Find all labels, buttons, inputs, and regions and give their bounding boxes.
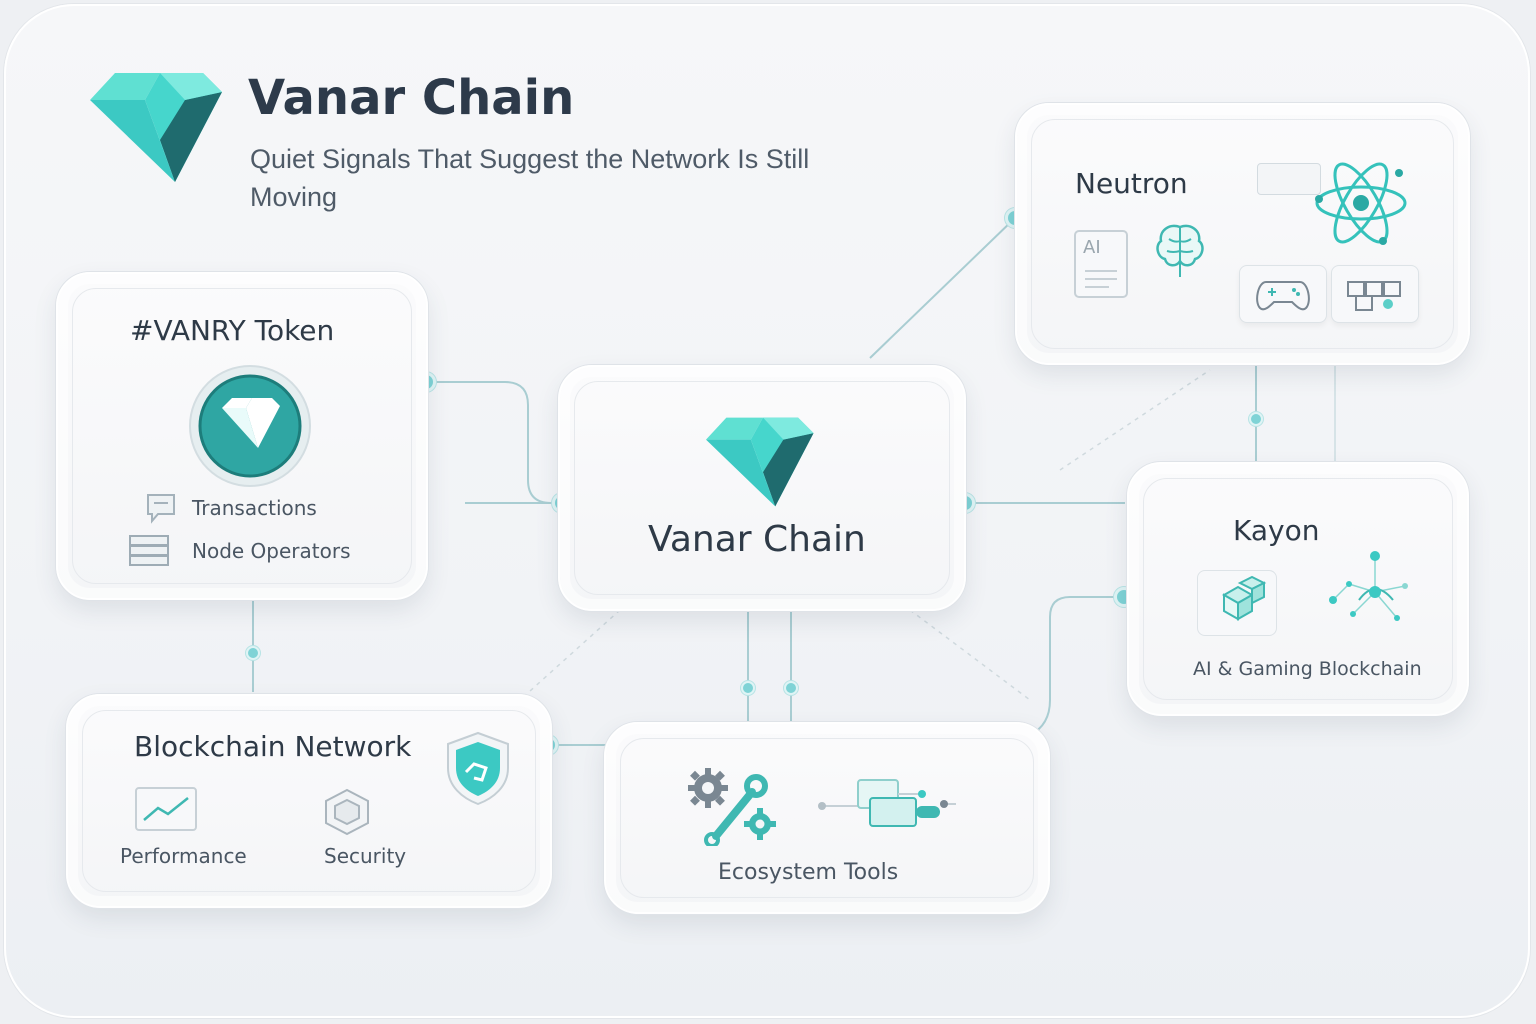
tools-card[interactable]: Ecosystem Tools <box>604 722 1050 914</box>
kayon-card[interactable]: Kayon AI & Gaming Blockchain <box>1127 462 1469 716</box>
gamepad-tile <box>1239 265 1327 323</box>
cubes-tile <box>1197 570 1277 636</box>
document-ai-label: AI <box>1083 237 1101 258</box>
neutron-card[interactable]: Neutron AI <box>1015 103 1470 365</box>
cubes-icon <box>1204 575 1270 631</box>
brain-icon <box>1151 219 1209 281</box>
center-node-title: Vanar Chain <box>648 519 866 560</box>
line-chart-icon <box>134 786 198 834</box>
token-item-transactions: Transactions <box>192 496 317 520</box>
connector-node <box>1249 412 1263 426</box>
network-graph-icon <box>1319 548 1419 634</box>
center-node-card[interactable]: Vanar Chain <box>558 365 966 611</box>
network-item-performance: Performance <box>120 844 247 868</box>
blocks-tile <box>1331 265 1419 323</box>
connector-node <box>741 681 755 695</box>
vanar-logo-icon <box>706 415 816 509</box>
shield-icon <box>444 730 512 806</box>
connector-node <box>784 681 798 695</box>
token-card[interactable]: #VANRY Token Transactions Node Operators <box>56 272 428 600</box>
flow-diagram-icon <box>810 772 960 844</box>
atom-icon <box>1309 153 1413 253</box>
gamepad-icon <box>1254 278 1312 312</box>
blocks-icon <box>1346 278 1404 312</box>
network-card[interactable]: Blockchain Network Performance Security <box>66 694 552 908</box>
token-card-title: #VANRY Token <box>130 314 334 347</box>
tools-card-title: Ecosystem Tools <box>718 860 898 885</box>
kayon-card-title: Kayon <box>1233 514 1319 547</box>
gears-wrench-icon <box>686 766 786 846</box>
kayon-caption: AI & Gaming Blockchain <box>1193 658 1422 680</box>
page-subtitle: Quiet Signals That Suggest the Network I… <box>250 140 890 216</box>
document-icon <box>1073 229 1129 301</box>
vanar-logo-icon <box>90 70 225 185</box>
server-icon <box>128 534 170 568</box>
connector-node <box>246 646 260 660</box>
chat-icon <box>144 492 178 524</box>
vanry-token-icon <box>188 364 312 488</box>
token-item-node-operators: Node Operators <box>192 539 351 563</box>
network-item-security: Security <box>324 844 406 868</box>
brand-title: Vanar Chain <box>248 70 574 126</box>
network-card-title: Blockchain Network <box>134 730 411 763</box>
hexagon-icon <box>322 788 372 836</box>
neutron-card-title: Neutron <box>1075 167 1188 200</box>
